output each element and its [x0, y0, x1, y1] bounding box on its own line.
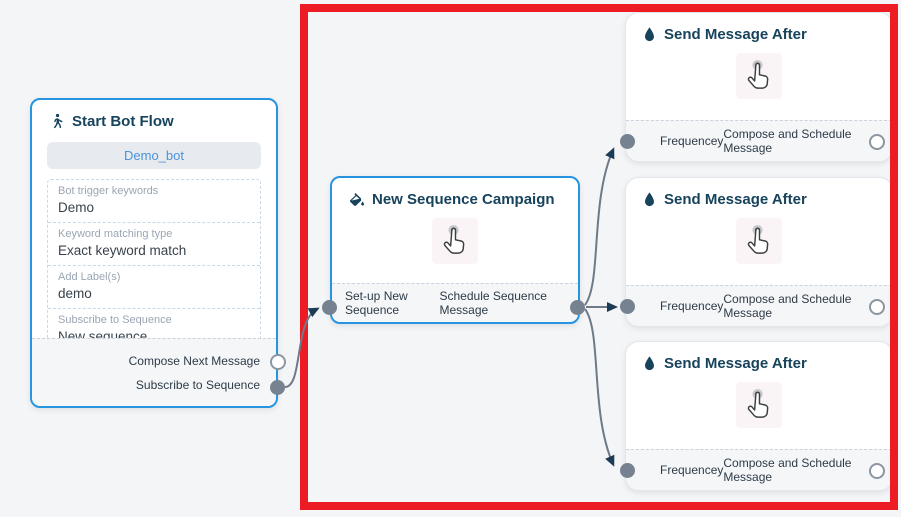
sequence-node-header: New Sequence Campaign — [332, 178, 578, 214]
output-compose-next-message: Compose Next Message — [128, 354, 260, 368]
send-input-label: Frequencey — [660, 134, 724, 148]
sequence-output-label: Schedule Sequence Message — [439, 289, 547, 317]
water-drop-icon — [642, 355, 657, 372]
field-bot-trigger-keywords[interactable]: Bot trigger keywords Demo — [48, 180, 260, 222]
start-bot-flow-node[interactable]: Start Bot Flow Demo_bot Bot trigger keyw… — [30, 98, 278, 408]
send-node-footer: Frequencey Compose and Schedule Message — [626, 449, 892, 490]
send-node-title: Send Message After — [664, 355, 807, 372]
highlight-rectangle — [300, 4, 898, 510]
start-node-title: Start Bot Flow — [72, 113, 174, 130]
output-subscribe-to-sequence: Subscribe to Sequence — [135, 378, 260, 392]
sequence-node-footer: Set-up New Sequence Schedule Sequence Me… — [332, 283, 578, 322]
send-input-label: Frequencey — [660, 463, 724, 477]
field-label: Keyword matching type — [58, 228, 173, 240]
hand-cursor-icon[interactable] — [736, 218, 782, 264]
send-input-label: Frequencey — [660, 299, 724, 313]
water-drop-icon — [642, 191, 657, 208]
sequence-node-title: New Sequence Campaign — [372, 191, 555, 208]
sequence-input-label: Set-up New Sequence — [345, 289, 408, 317]
send-output-label: Compose and Schedule Message — [723, 456, 852, 484]
hand-cursor-icon[interactable] — [736, 53, 782, 99]
bot-name-button[interactable]: Demo_bot — [47, 142, 261, 169]
send-message-after-node-1[interactable]: Send Message After Frequencey Compose an… — [625, 12, 893, 162]
port-sequence-input[interactable] — [322, 300, 337, 315]
port-send-2-frequency-input[interactable] — [620, 299, 635, 314]
start-node-header: Start Bot Flow — [32, 100, 276, 136]
port-sequence-output[interactable] — [570, 300, 585, 315]
send-message-after-node-2[interactable]: Send Message After Frequencey Compose an… — [625, 177, 893, 327]
send-message-after-node-3[interactable]: Send Message After Frequencey Compose an… — [625, 341, 893, 491]
send-output-label: Compose and Schedule Message — [723, 127, 852, 155]
port-subscribe-to-sequence[interactable] — [270, 380, 285, 395]
send-node-header: Send Message After — [626, 178, 892, 214]
send-node-footer: Frequencey Compose and Schedule Message — [626, 285, 892, 326]
send-output-label: Compose and Schedule Message — [723, 292, 852, 320]
port-send-2-compose-output[interactable] — [869, 299, 885, 315]
new-sequence-campaign-node[interactable]: New Sequence Campaign Set-up New Sequenc… — [330, 176, 580, 324]
port-send-3-compose-output[interactable] — [869, 463, 885, 479]
field-label: Add Label(s) — [58, 271, 121, 283]
field-label: Bot trigger keywords — [58, 185, 159, 197]
send-node-footer: Frequencey Compose and Schedule Message — [626, 120, 892, 161]
walking-person-icon — [48, 113, 65, 130]
field-label: Subscribe to Sequence — [58, 314, 172, 326]
hand-cursor-icon[interactable] — [736, 382, 782, 428]
water-drop-icon — [642, 26, 657, 43]
send-node-header: Send Message After — [626, 342, 892, 378]
send-node-title: Send Message After — [664, 191, 807, 208]
paint-bucket-icon — [348, 191, 365, 208]
port-send-1-frequency-input[interactable] — [620, 134, 635, 149]
port-compose-next-message[interactable] — [270, 354, 286, 370]
send-node-title: Send Message After — [664, 26, 807, 43]
field-add-labels[interactable]: Add Label(s) demo — [48, 265, 260, 308]
field-value: Exact keyword match — [58, 243, 187, 258]
field-keyword-matching-type[interactable]: Keyword matching type Exact keyword matc… — [48, 222, 260, 265]
hand-cursor-icon[interactable] — [432, 218, 478, 264]
start-node-footer: Compose Next Message Subscribe to Sequen… — [32, 338, 276, 406]
port-send-1-compose-output[interactable] — [869, 134, 885, 150]
field-value: Demo — [58, 200, 95, 215]
send-node-header: Send Message After — [626, 13, 892, 49]
field-value: demo — [58, 286, 92, 301]
port-send-3-frequency-input[interactable] — [620, 463, 635, 478]
start-node-fields: Bot trigger keywords Demo Keyword matchi… — [47, 179, 261, 352]
